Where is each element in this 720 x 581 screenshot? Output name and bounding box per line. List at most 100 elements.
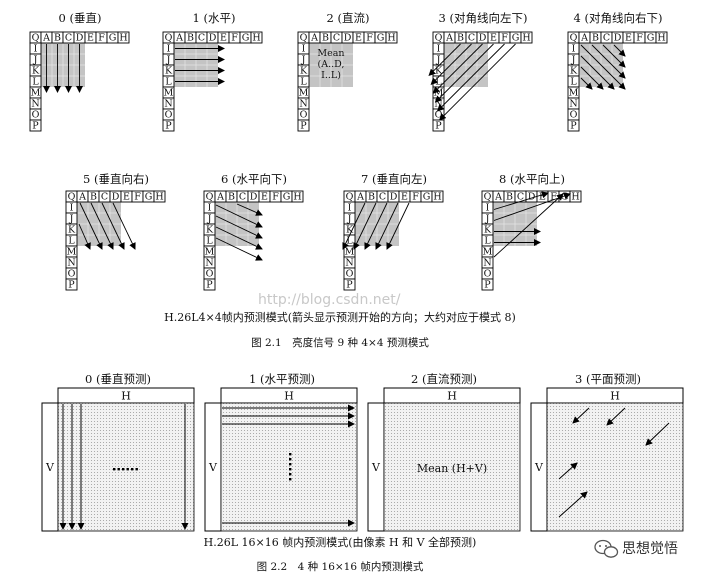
cell-label-m: M	[67, 247, 77, 258]
cell-label-c: C	[517, 192, 524, 203]
cell-label-q: Q	[435, 33, 443, 44]
cell-label-o: O	[32, 110, 40, 121]
cell-label-l: L	[346, 236, 353, 247]
cell-label-b: B	[592, 33, 599, 44]
cell-label-j: J	[571, 55, 576, 66]
cell-label-j: J	[33, 55, 38, 66]
ellipsis-dot	[289, 463, 292, 466]
cell-label-b: B	[90, 192, 97, 203]
cell-label-l: L	[32, 77, 39, 88]
h-label: H	[447, 390, 457, 403]
cell-label-j: J	[207, 214, 212, 225]
cell-label-c: C	[468, 33, 475, 44]
fig2-block: HV	[204, 387, 358, 532]
neighbor-cell	[655, 31, 668, 44]
neighbor-cell	[520, 31, 533, 44]
cell-label-j: J	[166, 55, 171, 66]
neighbor-cell	[343, 278, 356, 291]
prediction-arrow	[364, 202, 388, 250]
cell-label-g: G	[109, 33, 117, 44]
fig1-figure-label: 图 2.1 亮度信号 9 种 4×4 预测模式	[251, 336, 429, 349]
cell-label-c: C	[603, 33, 610, 44]
prediction-arrow	[215, 204, 263, 228]
neighbor-cell	[250, 31, 263, 44]
neighbor-cell	[65, 278, 78, 291]
cell-label-b: B	[187, 33, 194, 44]
ellipsis-dot	[122, 468, 125, 471]
neighbor-cell	[203, 278, 216, 291]
cell-label-p: P	[300, 121, 307, 132]
cell-label-q: Q	[68, 192, 76, 203]
cell-label-n: N	[569, 99, 577, 110]
prediction-arrow	[493, 191, 549, 210]
fig2-mode-2-title: 2 (直流预测)	[411, 372, 477, 386]
cell-label-k: K	[346, 225, 354, 236]
prediction-arrow	[215, 237, 263, 261]
prediction-arrow	[558, 491, 588, 518]
cell-label-e: E	[490, 33, 497, 44]
cell-label-q: Q	[300, 33, 308, 44]
cell-label-f: F	[412, 192, 419, 203]
ellipsis-dot	[289, 468, 292, 471]
fig1-mode-0-title: 0 (垂直)	[59, 11, 102, 25]
cell-label-p: P	[435, 121, 442, 132]
ellipsis-dot	[289, 453, 292, 456]
cell-label-f: F	[636, 33, 643, 44]
cell-label-c: C	[198, 33, 205, 44]
cell-label-b: B	[457, 33, 464, 44]
dc-mean-label: (A..D,	[318, 59, 345, 70]
cell-label-d: D	[76, 33, 84, 44]
cell-label-a: A	[580, 33, 588, 44]
cell-label-j: J	[485, 214, 490, 225]
cell-label-q: Q	[346, 192, 354, 203]
cell-label-n: N	[434, 99, 442, 110]
ellipsis-dot	[135, 468, 138, 471]
cell-label-c: C	[379, 192, 386, 203]
prediction-arrow	[353, 202, 377, 250]
prediction-arrow	[90, 202, 114, 250]
cell-label-c: C	[101, 192, 108, 203]
cell-label-f: F	[550, 192, 557, 203]
cell-label-a: A	[78, 192, 86, 203]
cell-label-f: F	[134, 192, 141, 203]
cell-label-o: O	[165, 110, 173, 121]
prediction-arrow	[428, 43, 461, 77]
neighbor-cell	[117, 31, 130, 44]
cell-label-d: D	[112, 192, 120, 203]
cell-label-a: A	[310, 33, 318, 44]
dc-mean-label: I..L)	[321, 70, 341, 81]
prediction-arrow	[236, 203, 263, 216]
cell-label-a: A	[216, 192, 224, 203]
fig1-mode-7-title: 7 (垂直向左)	[361, 172, 427, 186]
cell-label-m: M	[205, 247, 215, 258]
cell-label-k: K	[570, 66, 578, 77]
cell-label-f: F	[272, 192, 279, 203]
prediction-arrow	[602, 44, 626, 68]
prediction-arrow	[606, 407, 626, 426]
cell-label-i: I	[486, 203, 490, 214]
cell-label-p: P	[346, 280, 353, 291]
v-label: V	[371, 461, 381, 474]
cell-label-b: B	[368, 192, 375, 203]
prediction-arrow	[591, 44, 626, 79]
cell-label-k: K	[484, 225, 492, 236]
cell-label-m: M	[483, 247, 493, 258]
neighbor-cell	[481, 278, 494, 291]
cell-label-n: N	[345, 258, 353, 269]
cell-label-h: H	[293, 192, 301, 203]
neighbor-cell	[291, 190, 304, 203]
fig1-caption: H.26L4×4帧内预测模式(箭头显示预测开始的方向；大约对应于模式 8)	[164, 310, 516, 324]
